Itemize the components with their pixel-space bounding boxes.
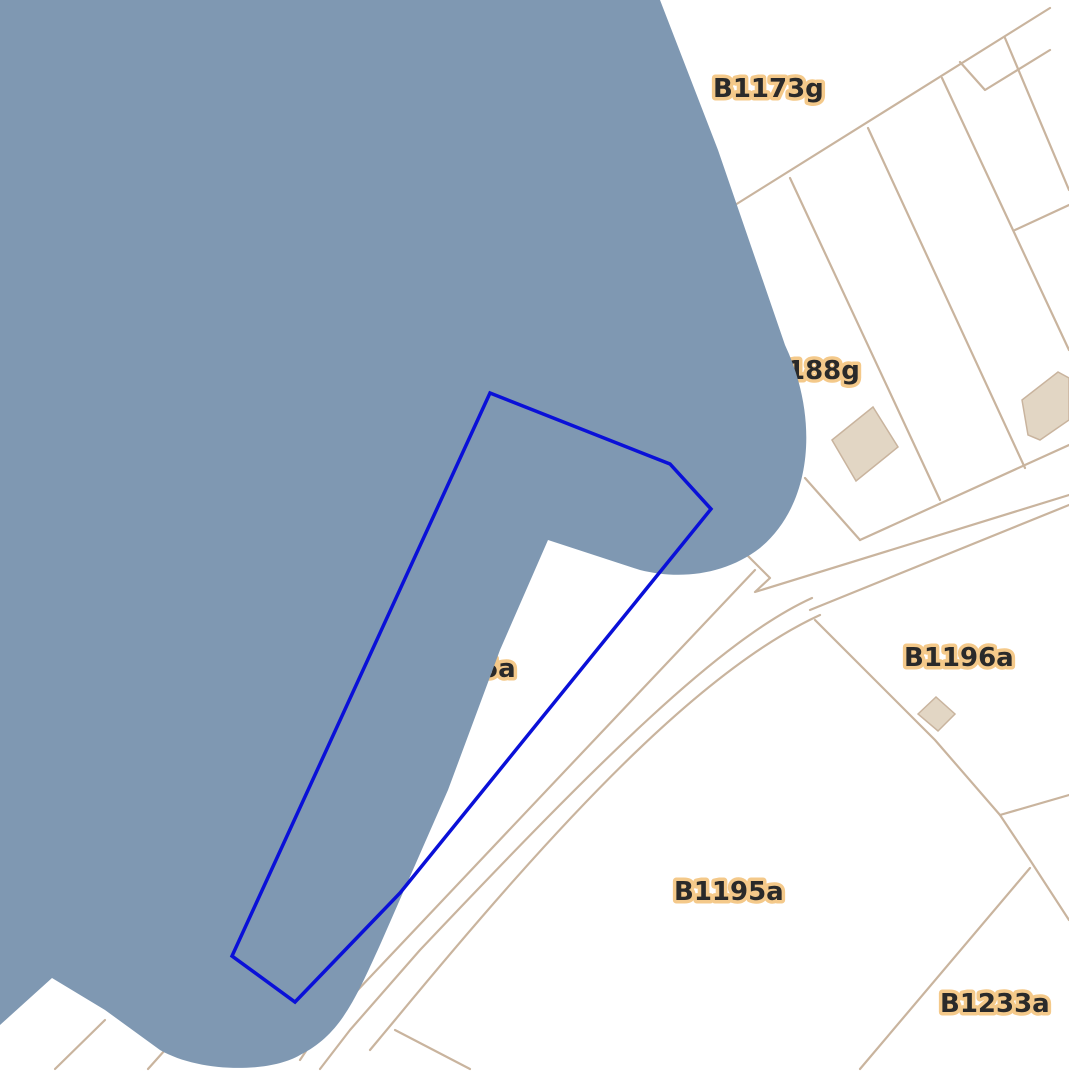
label-halo: B1195a (674, 877, 784, 907)
parcel-label-b1233a: B1233a (940, 989, 1050, 1019)
label-halo: B1196a (904, 643, 1014, 673)
parcel-line (788, 176, 942, 502)
parcel-line (803, 476, 862, 542)
building (1021, 371, 1069, 441)
parcel-line (1003, 36, 1069, 192)
parcel-line (858, 866, 1032, 1071)
parcel-line (958, 48, 1052, 92)
parcel-label-b1195a: B1195a (674, 877, 784, 907)
road-edge (368, 613, 822, 1052)
parcel-label-b1188g: 188g (787, 356, 860, 386)
parcel-line (146, 1048, 167, 1071)
parcel-line (738, 493, 1069, 594)
parcel-line (1013, 203, 1069, 232)
parcel-line (393, 1028, 472, 1071)
label-halo: B1233a (940, 989, 1050, 1019)
parcel-line (858, 443, 1069, 542)
parcel-boundaries (53, 6, 1069, 1071)
parcel-line (866, 126, 1027, 470)
building (831, 405, 899, 483)
parcel-line (808, 503, 1069, 612)
buffer-zone[interactable] (0, 0, 807, 1068)
parcel-label-b1196a: B1196a (904, 643, 1014, 673)
selected-parcel-outline[interactable] (229, 390, 714, 1005)
road-edge (318, 596, 814, 1071)
parcel-line (998, 793, 1069, 817)
parcel-line (53, 1018, 107, 1071)
parcel-label-b1173g: B1173g (713, 74, 824, 104)
parcel-line (940, 76, 1069, 352)
label-halo: 188g (787, 356, 860, 386)
parcel-line (733, 6, 1052, 207)
buildings (831, 371, 1069, 733)
label-halo: B1173g (713, 74, 824, 104)
building (916, 695, 957, 733)
parcel-labels: B1173g B1173g 188g 188g 6a 6a B1196a B11… (477, 71, 1054, 1023)
